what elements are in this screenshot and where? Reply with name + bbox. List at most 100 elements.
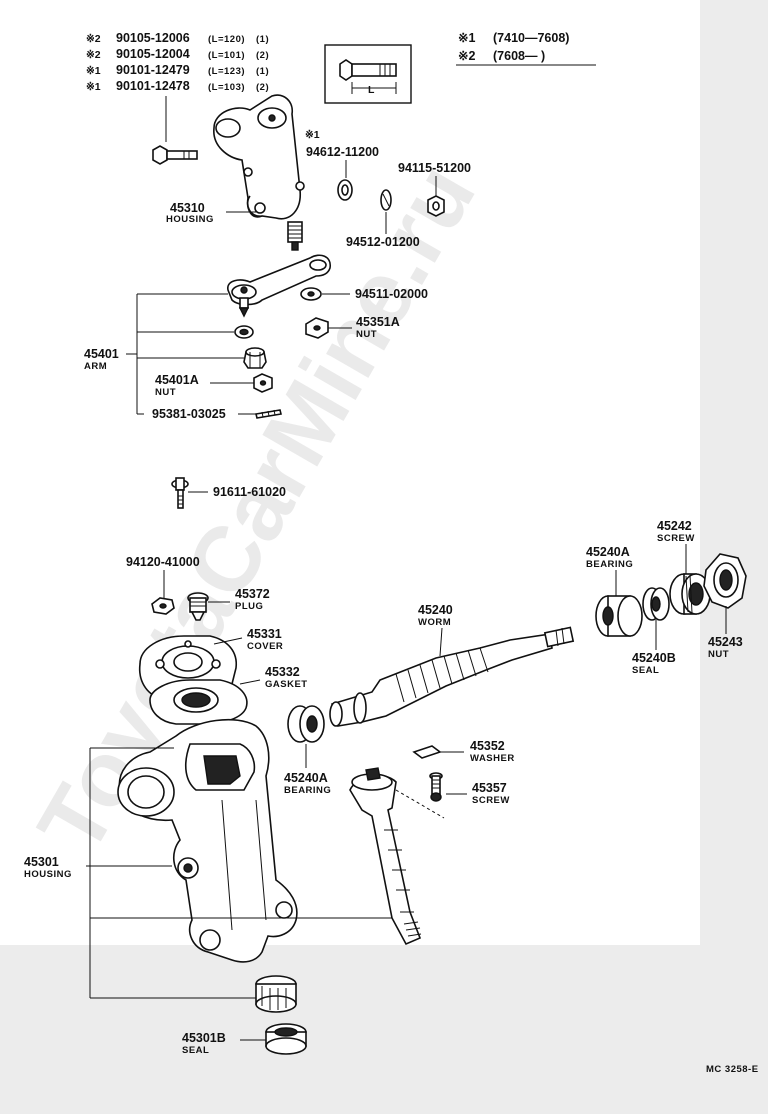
diagram-sheet <box>0 0 700 945</box>
drawing-code: MC 3258-E <box>706 1064 759 1075</box>
label-45301: 45301 HOUSING <box>24 855 172 880</box>
adjust-screw-ring-icon <box>669 573 711 615</box>
gasket-icon <box>149 679 248 725</box>
row-mark: ※2 <box>86 33 101 45</box>
label-91611: 91611-61020 <box>188 485 286 499</box>
cotter-pin-icon <box>255 409 282 419</box>
bolt-list-row: ※1 90101-12478 (L=103) (2) <box>86 79 269 93</box>
part-number: 45243 <box>708 635 743 649</box>
upper-housing-icon <box>213 94 305 251</box>
part-number: 95381-03025 <box>152 407 226 421</box>
arm-washer-icon <box>300 287 322 301</box>
part-number: 45240B <box>632 651 676 665</box>
label-45310: 45310 HOUSING <box>166 201 256 225</box>
part-name: SEAL <box>182 1045 209 1056</box>
row-qty: (1) <box>256 66 269 77</box>
label-94612: ※1 94612-11200 <box>305 129 379 178</box>
part-name: GASKET <box>265 679 308 690</box>
worm-shaft-icon <box>329 626 575 727</box>
washer-icon <box>337 179 353 201</box>
arm-nut-icon <box>305 317 329 339</box>
sector-shaft-icon <box>349 767 445 946</box>
part-number: 45240A <box>586 545 630 559</box>
part-name: SCREW <box>657 533 695 544</box>
part-number: 94120-41000 <box>126 555 200 569</box>
bolt-list-row: ※1 90101-12479 (L=123) (1) <box>86 63 269 77</box>
legend-mark: ※2 <box>458 49 475 63</box>
part-name: BEARING <box>586 559 633 570</box>
part-mark: ※1 <box>305 129 320 141</box>
part-name: SEAL <box>632 665 659 676</box>
label-45240A-lower: 45240A BEARING <box>284 744 331 796</box>
nut-icon <box>427 195 445 217</box>
part-number: 94511-02000 <box>355 287 428 301</box>
upper-bearing-icon <box>595 595 643 637</box>
small-nut-icon <box>253 373 273 393</box>
flange-bolt-icon <box>171 477 189 509</box>
label-45357: 45357 SCREW <box>446 781 510 806</box>
label-45242: 45242 SCREW <box>657 519 695 574</box>
part-name: COVER <box>247 641 283 652</box>
part-number: 45331 <box>247 627 282 641</box>
row-mark: ※1 <box>86 65 101 77</box>
arm-bracket <box>136 293 244 415</box>
row-length: (L=123) <box>208 66 245 77</box>
bolt-list-row: ※2 90105-12004 (L=101) (2) <box>86 47 269 61</box>
lower-nut-icon <box>151 597 175 615</box>
row-qty: (2) <box>256 82 269 93</box>
part-number: 45372 <box>235 587 270 601</box>
label-45401A: 45401A NUT <box>155 373 254 398</box>
part-name: NUT <box>155 387 176 398</box>
part-name: ARM <box>84 361 107 372</box>
label-45372: 45372 PLUG <box>208 587 270 612</box>
part-number: 45310 <box>170 201 205 215</box>
washer-plate-icon <box>412 745 442 759</box>
part-name: NUT <box>356 329 377 340</box>
castle-nut-icon <box>243 347 267 369</box>
row-mark: ※1 <box>86 81 101 93</box>
row-qty: (1) <box>256 34 269 45</box>
row-length: (L=101) <box>208 50 245 61</box>
legend: ※1 (7410—7608) ※2 (7608— ) <box>456 31 596 66</box>
length-label: L <box>368 84 375 96</box>
upper-seal-icon <box>642 587 670 621</box>
part-number: 45240A <box>284 771 328 785</box>
legend-range: (7410—7608) <box>493 31 569 45</box>
part-name: BEARING <box>284 785 331 796</box>
label-45351A: 45351A NUT <box>328 315 400 340</box>
label-45301B: 45301B SEAL <box>182 1031 266 1056</box>
bolt-list-row: ※2 90105-12006 (L=120) (1) <box>86 31 269 45</box>
row-qty: (2) <box>256 50 269 61</box>
label-45243: 45243 NUT <box>708 606 743 660</box>
ring-icon <box>234 325 254 339</box>
part-number: 45351A <box>356 315 400 329</box>
label-94512: 94512-01200 <box>346 212 420 249</box>
lower-bearing-icon <box>287 705 325 743</box>
bolt-list: ※2 90105-12006 (L=120) (1) ※2 90105-1200… <box>86 31 269 142</box>
part-number: 45240 <box>418 603 453 617</box>
row-part-number: 90105-12004 <box>116 47 190 61</box>
part-number: 94115-51200 <box>398 161 471 175</box>
housing-bracket <box>89 747 398 999</box>
legend-range: (7608— ) <box>493 49 545 63</box>
part-name: HOUSING <box>24 869 72 880</box>
legend-mark: ※1 <box>458 31 475 45</box>
part-name: WORM <box>418 617 451 628</box>
needle-bearing-icon <box>255 975 297 1013</box>
part-name: SCREW <box>472 795 510 806</box>
row-length: (L=103) <box>208 82 245 93</box>
lower-seal-icon <box>265 1023 307 1055</box>
part-number: 45301B <box>182 1031 226 1045</box>
row-length: (L=120) <box>208 34 245 45</box>
bolt-icon <box>152 145 198 165</box>
part-number: 45301 <box>24 855 59 869</box>
part-name: WASHER <box>470 753 515 764</box>
part-number: 94512-01200 <box>346 235 420 249</box>
adjust-screw-icon <box>429 772 443 802</box>
row-part-number: 90101-12478 <box>116 79 190 93</box>
part-number: 91611-61020 <box>213 485 286 499</box>
label-45240: 45240 WORM <box>418 603 453 657</box>
part-name: HOUSING <box>166 214 214 225</box>
lock-nut-icon <box>703 553 747 609</box>
label-45352: 45352 WASHER <box>440 739 515 764</box>
